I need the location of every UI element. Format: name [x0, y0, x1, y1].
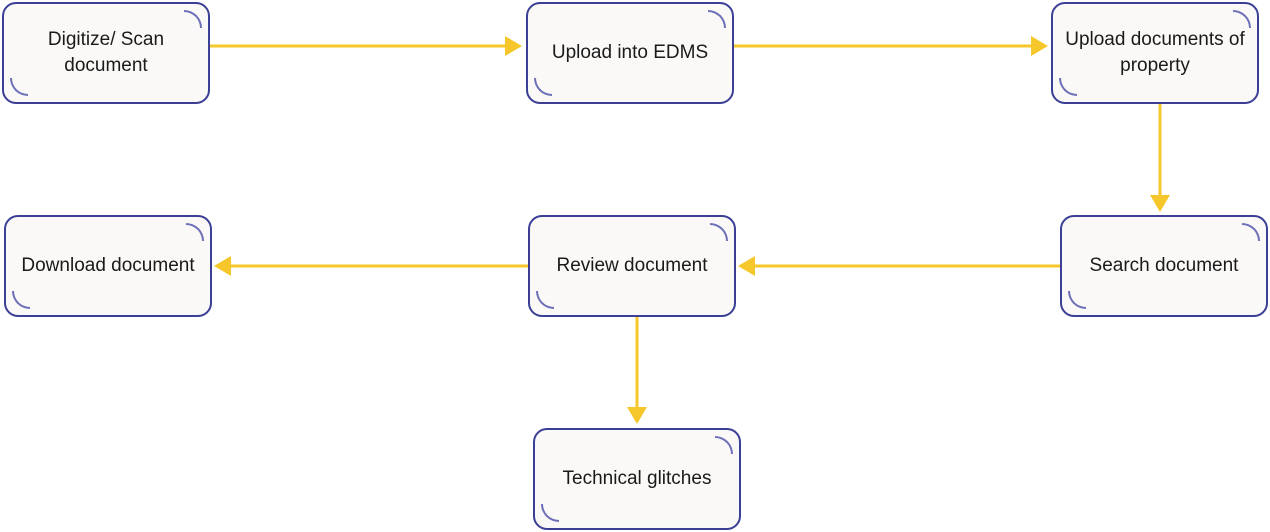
corner-accent	[10, 78, 28, 96]
node-label: Digitize/ Scan document	[47, 29, 165, 76]
corner-accent	[1242, 223, 1260, 241]
node-search-document: Search document	[1060, 215, 1268, 317]
node-label: Download document	[21, 255, 195, 276]
corner-accent	[1233, 10, 1251, 28]
arrow-search-to-review	[738, 256, 1060, 276]
corner-accent	[536, 291, 554, 309]
node-review-document: Review document	[528, 215, 736, 317]
arrow-review-to-glitches	[627, 317, 647, 424]
node-digitize-scan-document: Digitize/ Scan document	[2, 2, 210, 104]
corner-accent	[12, 291, 30, 309]
node-label: Technical glitches	[562, 468, 712, 489]
corner-accent	[710, 223, 728, 241]
corner-accent	[186, 223, 204, 241]
node-label: Upload into EDMS	[551, 42, 709, 63]
node-label: Review document	[556, 255, 708, 276]
node-technical-glitches: Technical glitches	[533, 428, 741, 530]
node-upload-into-edms: Upload into EDMS	[526, 2, 734, 104]
node-label: Upload documents of property	[1065, 29, 1245, 76]
corner-accent	[541, 504, 559, 522]
corner-accent	[1068, 291, 1086, 309]
corner-accent	[534, 78, 552, 96]
arrow-review-to-download	[214, 256, 528, 276]
corner-accent	[1059, 78, 1077, 96]
corner-accent	[184, 10, 202, 28]
arrow-digitize-to-upload	[210, 36, 522, 56]
node-label: Search document	[1089, 255, 1239, 276]
corner-accent	[708, 10, 726, 28]
corner-accent	[715, 436, 733, 454]
arrow-property-to-search	[1150, 104, 1170, 212]
arrow-upload-to-property	[734, 36, 1048, 56]
node-download-document: Download document	[4, 215, 212, 317]
node-upload-documents-of-property: Upload documents of property	[1051, 2, 1259, 104]
